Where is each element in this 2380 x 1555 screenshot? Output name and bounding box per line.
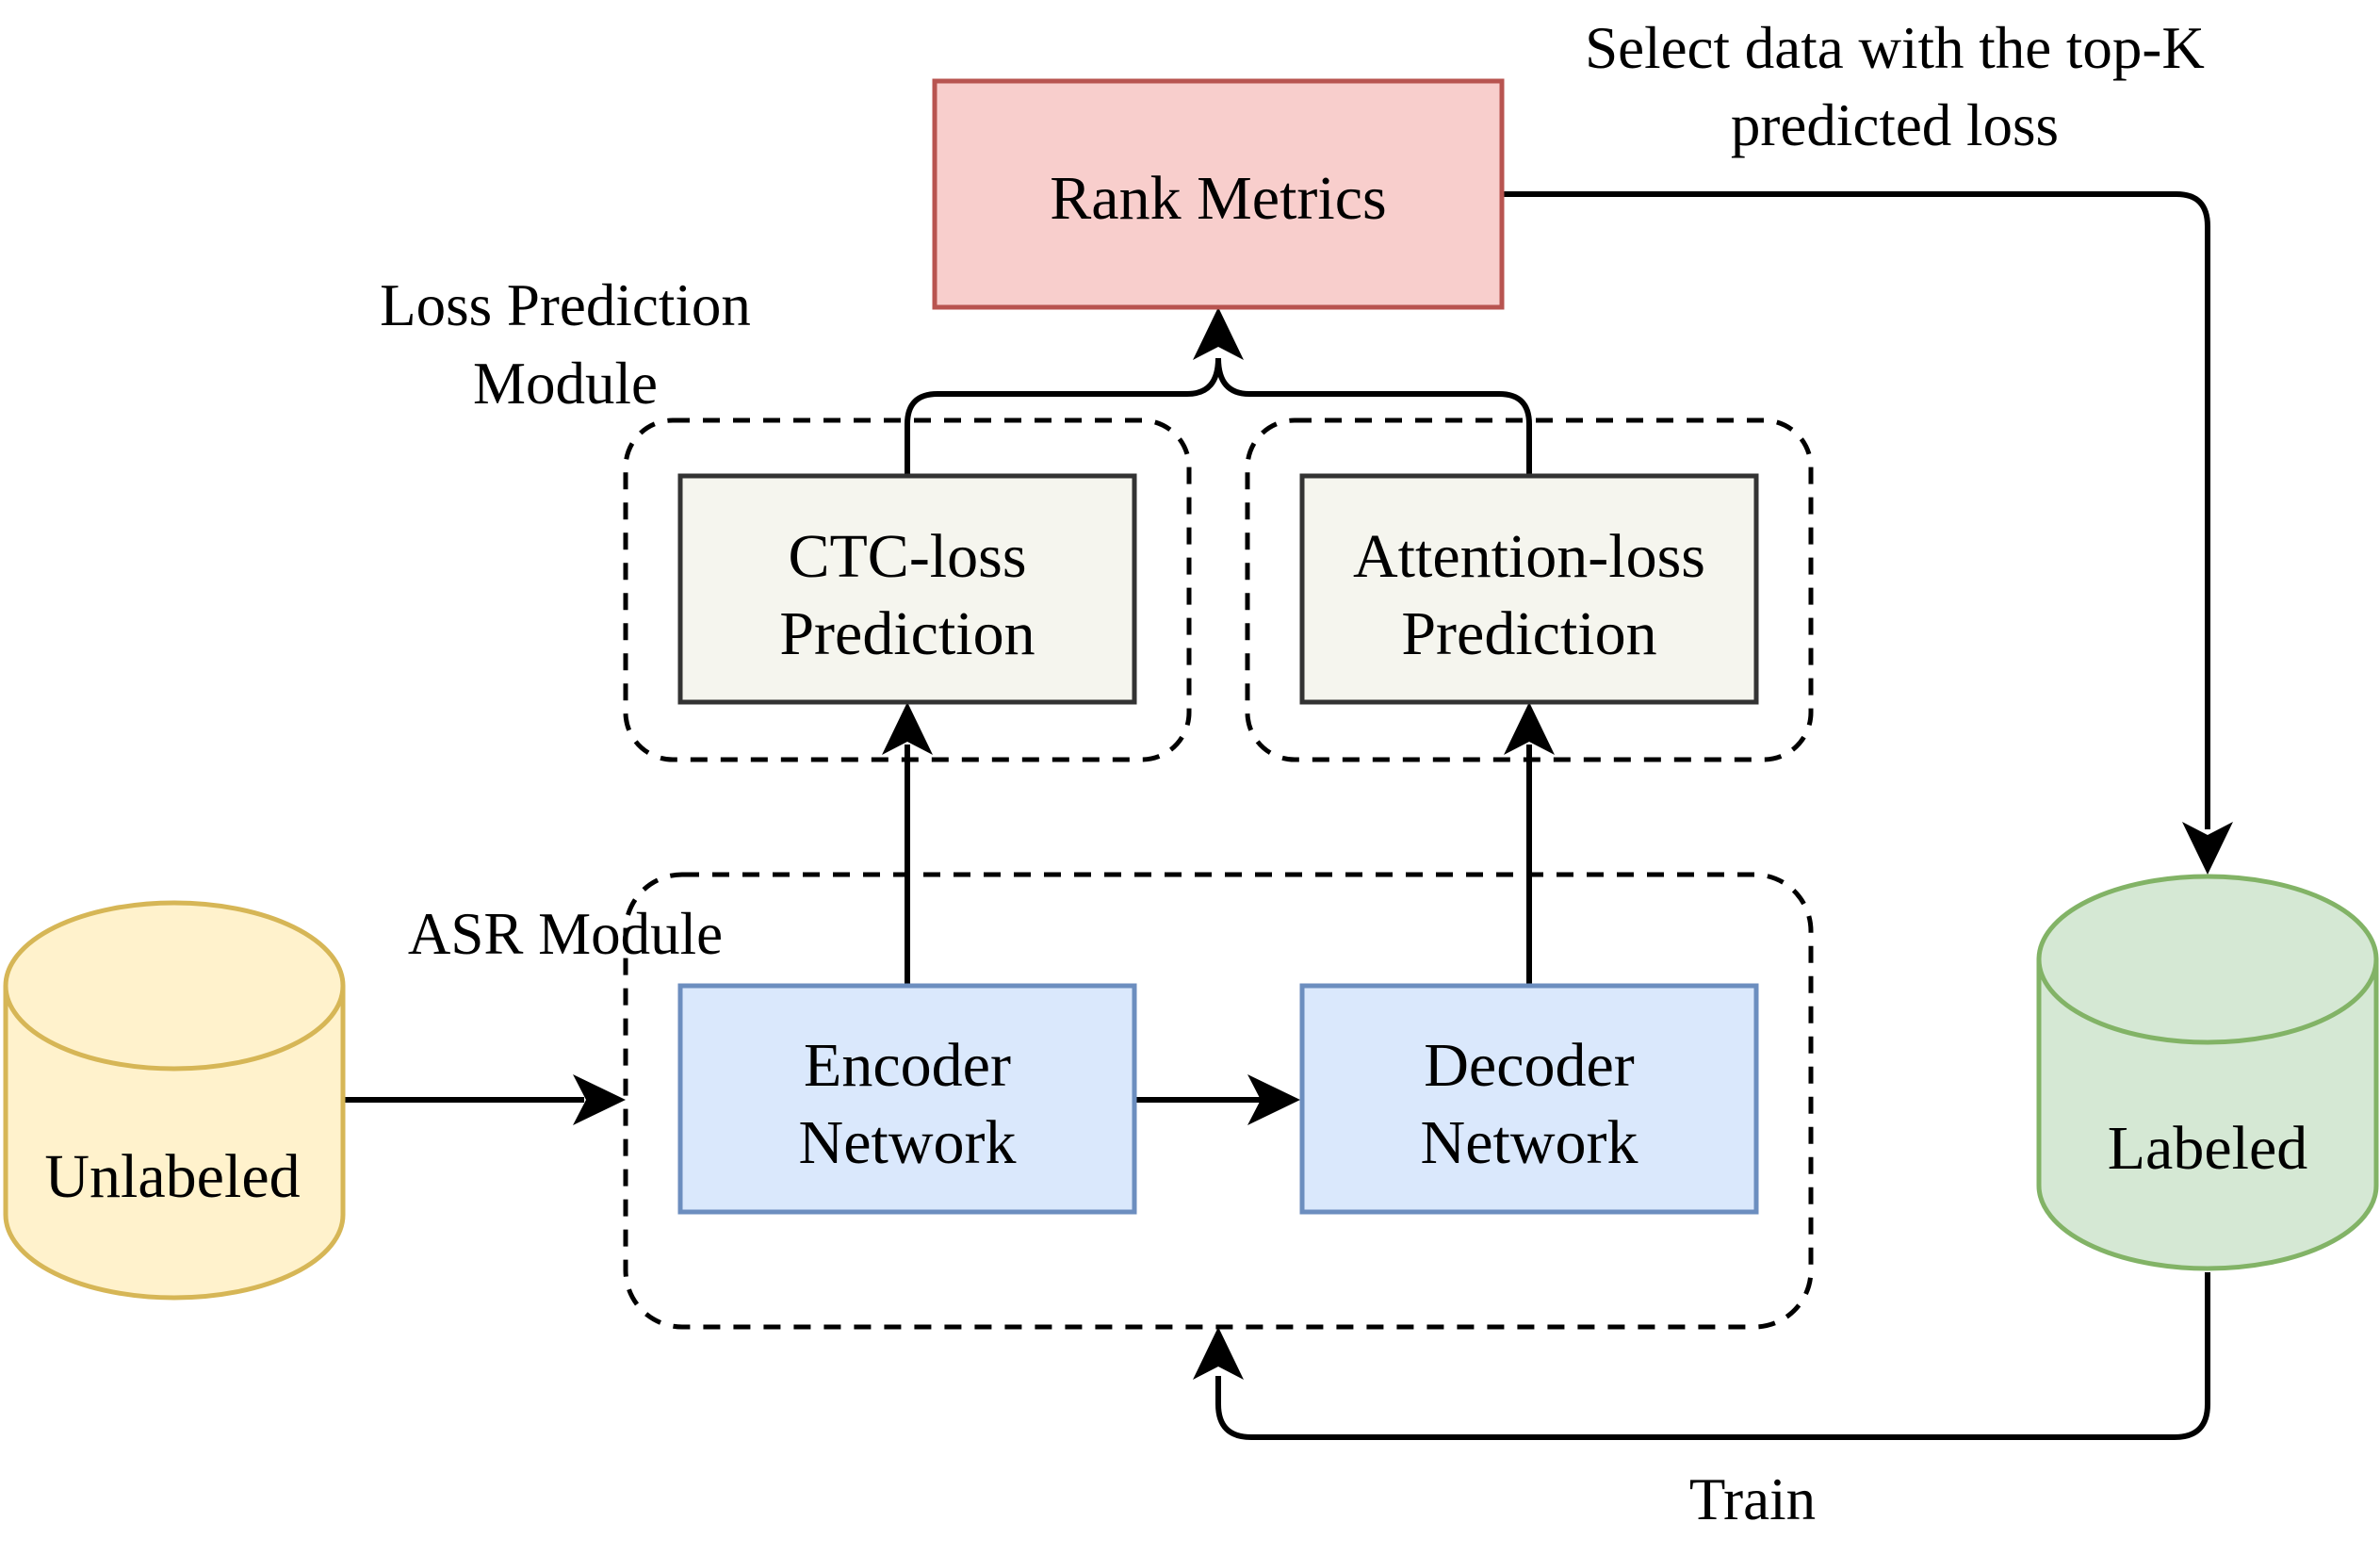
connectors	[343, 191, 2210, 1440]
arrowhead-into-ctc	[882, 702, 933, 755]
arrowhead-into-attention	[1504, 702, 1555, 755]
attention-loss-label-line2: Prediction	[1401, 599, 1656, 668]
ctc-loss-prediction-node: CTC-loss Prediction	[677, 473, 1137, 705]
unlabeled-database-icon: Unlabeled	[3, 900, 346, 1301]
labeled-label: Labeled	[2108, 1114, 2308, 1183]
ctc-loss-label-line1: CTC-loss	[788, 522, 1026, 591]
attention-loss-label-line1: Attention-loss	[1353, 522, 1705, 591]
rank-metrics-label: Rank Metrics	[1050, 164, 1386, 233]
arrowhead-into-rank	[1193, 307, 1244, 360]
loss-prediction-module-title-line1: Loss Prediction	[380, 272, 751, 338]
asr-module-title: ASR Module	[408, 901, 723, 967]
rank-to-labeled-connector	[1502, 191, 2210, 829]
ctc-loss-label-line2: Prediction	[779, 599, 1035, 668]
encoder-label-line2: Network	[799, 1108, 1017, 1177]
labeled-database-icon: Labeled	[2036, 874, 2379, 1271]
train-annotation: Train	[1689, 1466, 1816, 1532]
loss-prediction-module-title-line2: Module	[473, 351, 658, 417]
decoder-label-line2: Network	[1421, 1108, 1638, 1177]
arrowhead-into-asr-from-train	[1193, 1327, 1244, 1380]
arrowhead-into-asr-from-unlabeled	[573, 1074, 626, 1125]
encoder-network-node: Encoder Network	[677, 983, 1137, 1215]
rank-metrics-node: Rank Metrics	[932, 78, 1505, 310]
arrowheads	[573, 307, 2233, 1380]
unlabeled-label: Unlabeled	[44, 1142, 300, 1211]
decoder-network-node: Decoder Network	[1299, 983, 1759, 1215]
labeled-to-asr-train-connector	[1215, 1272, 2210, 1440]
encoder-label-line1: Encoder	[804, 1031, 1011, 1100]
arrowhead-into-decoder	[1247, 1074, 1300, 1125]
arrowhead-into-labeled	[2182, 822, 2233, 875]
attention-to-rank-connector	[1215, 357, 1532, 476]
select-data-annotation-line1: Select data with the top-K	[1585, 15, 2205, 81]
select-data-annotation-line2: predicted loss	[1731, 92, 2059, 158]
decoder-label-line1: Decoder	[1424, 1031, 1635, 1100]
ctc-to-rank-connector	[905, 357, 1221, 476]
attention-loss-prediction-node: Attention-loss Prediction	[1299, 473, 1759, 705]
